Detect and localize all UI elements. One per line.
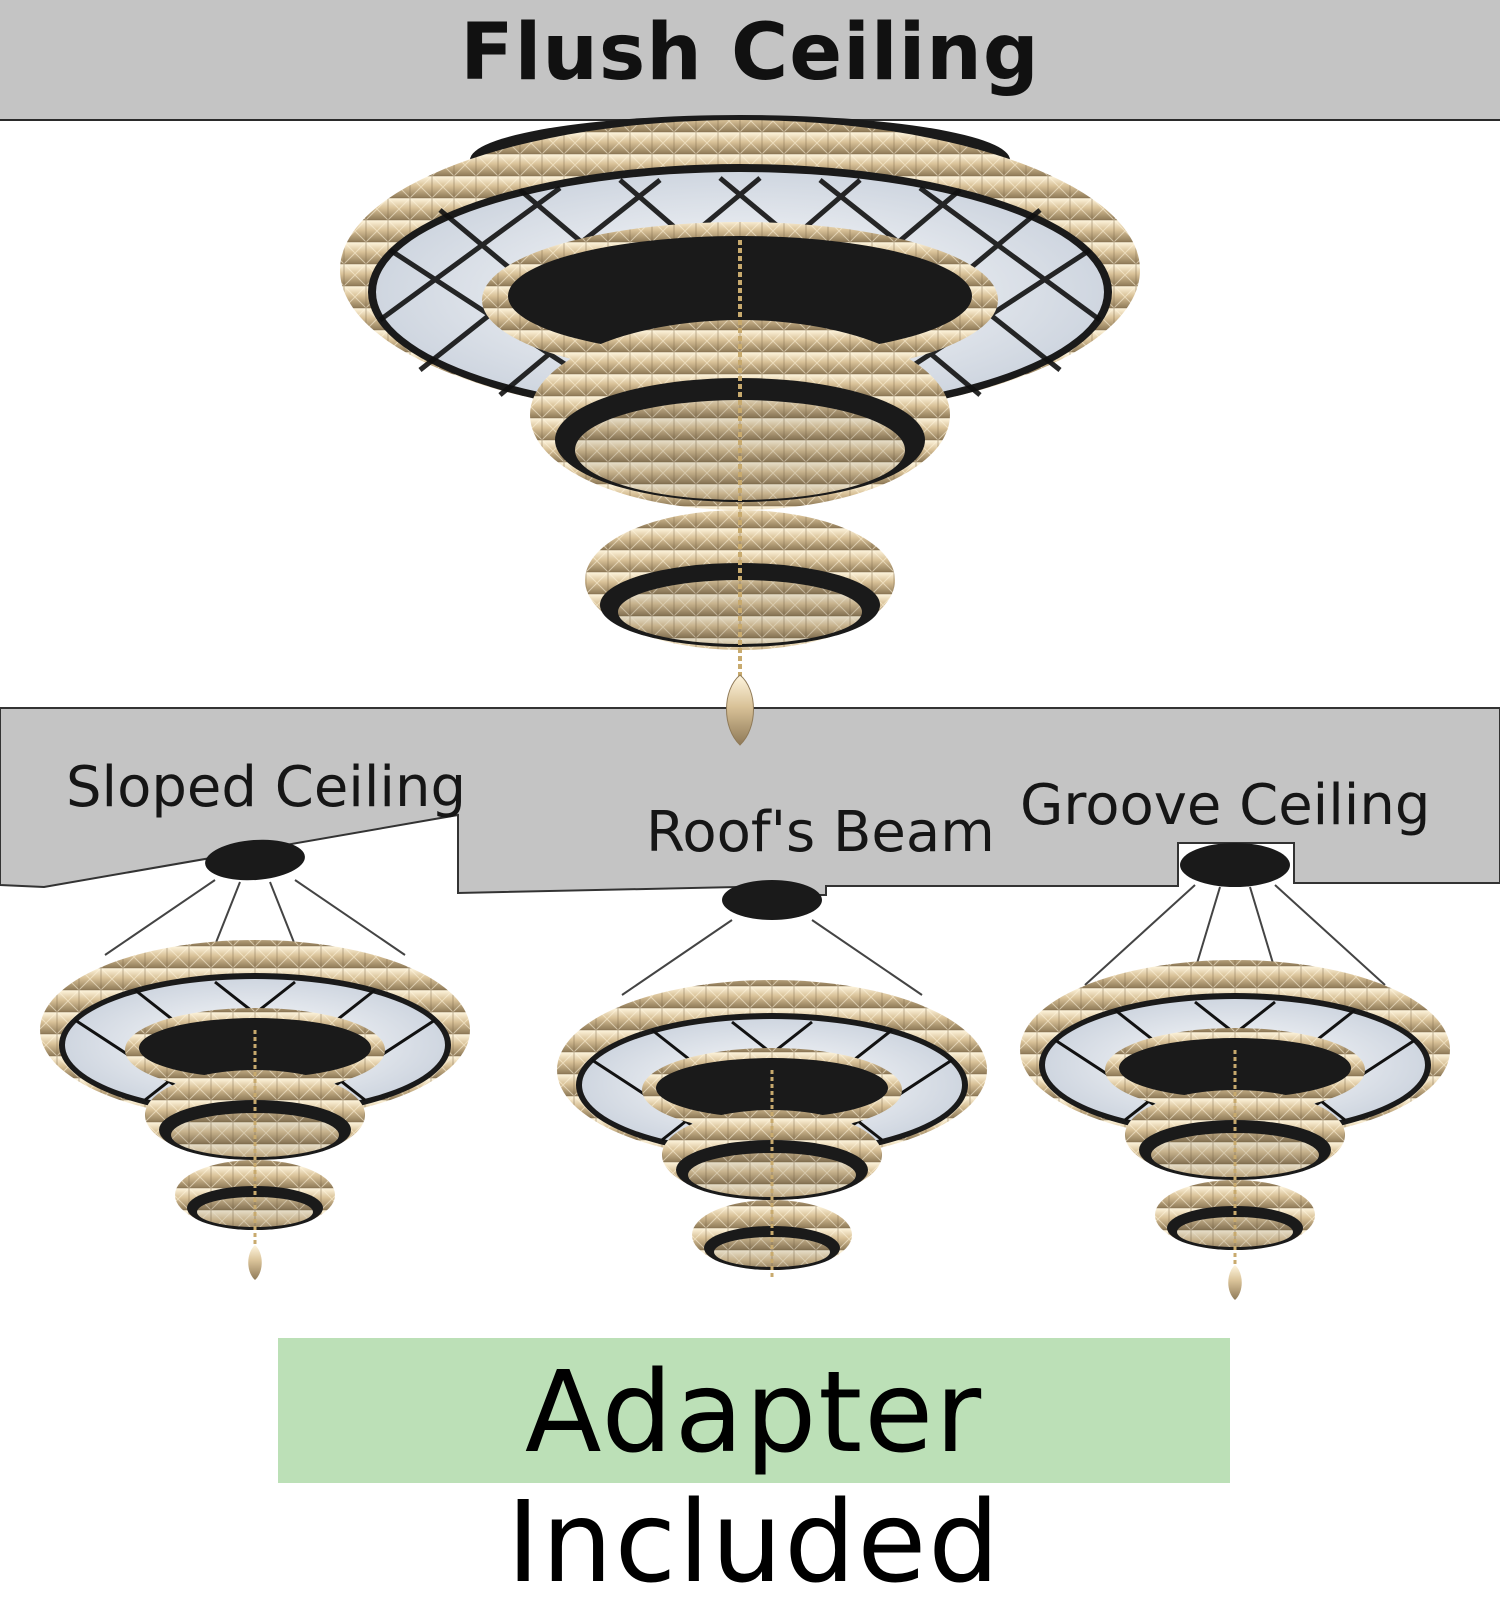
groove-chandelier [1020, 843, 1450, 1300]
adapter-banner: Adapter Included [278, 1338, 1230, 1608]
groove-ceiling-label: Groove Ceiling [1020, 773, 1431, 838]
sloped-chandelier [40, 839, 470, 1280]
beam-chandelier [557, 880, 987, 1280]
sloped-ceiling-label: Sloped Ceiling [66, 755, 466, 820]
installation-scene [0, 115, 1500, 1300]
page-title: Flush Ceiling [460, 8, 1040, 98]
adapter-included-text: Adapter Included [506, 1348, 1002, 1608]
flush-chandelier [340, 115, 1140, 746]
roofs-beam-label: Roof's Beam [646, 800, 995, 865]
